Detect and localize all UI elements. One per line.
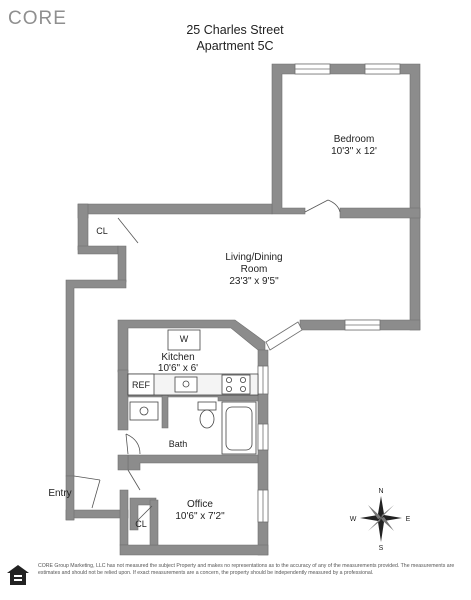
compass-west: W bbox=[350, 516, 357, 523]
doors bbox=[73, 199, 341, 521]
compass-north: N bbox=[378, 488, 383, 495]
toilet-tank-icon bbox=[197, 401, 217, 411]
apartment-title: Apartment 5C bbox=[196, 39, 274, 53]
compass-south: S bbox=[379, 545, 384, 552]
entry-label: Entry bbox=[48, 488, 71, 499]
kitchen-label: Kitchen bbox=[161, 352, 194, 363]
refrigerator-label: REF bbox=[132, 380, 151, 390]
kitchen-fixtures bbox=[127, 329, 259, 396]
compass-east: E bbox=[406, 516, 411, 523]
bedroom-label: Bedroom bbox=[334, 134, 375, 145]
washer-label: W bbox=[180, 334, 189, 344]
core-logo: CORE bbox=[8, 8, 67, 29]
disclaimer-text: CORE Group Marketing, LLC has not measur… bbox=[38, 563, 455, 576]
living-size: 23'3" x 9'5" bbox=[229, 276, 279, 287]
closet-upper-label: CL bbox=[96, 226, 108, 236]
washer-box bbox=[167, 329, 201, 351]
sink-icon bbox=[174, 376, 198, 393]
living-label-line2: Room bbox=[241, 264, 268, 275]
compass-icon: N S E W bbox=[350, 488, 411, 552]
living-label-line1: Living/Dining bbox=[225, 252, 282, 263]
kitchen-size: 10'6" x 6' bbox=[158, 363, 198, 374]
stove-icon bbox=[221, 374, 251, 395]
toilet-icon bbox=[199, 409, 215, 429]
bath-label: Bath bbox=[169, 439, 188, 449]
equal-housing-icon bbox=[7, 565, 29, 585]
address-title: 25 Charles Street bbox=[186, 23, 284, 37]
windows bbox=[257, 63, 401, 523]
bedroom-size: 10'3" x 12' bbox=[331, 146, 377, 157]
refrigerator-box bbox=[127, 373, 155, 396]
office-size: 10'6" x 7'2" bbox=[175, 511, 225, 522]
office-label: Office bbox=[187, 499, 213, 510]
bath-fixtures bbox=[129, 401, 257, 455]
closet-lower-label: CL bbox=[135, 519, 147, 529]
